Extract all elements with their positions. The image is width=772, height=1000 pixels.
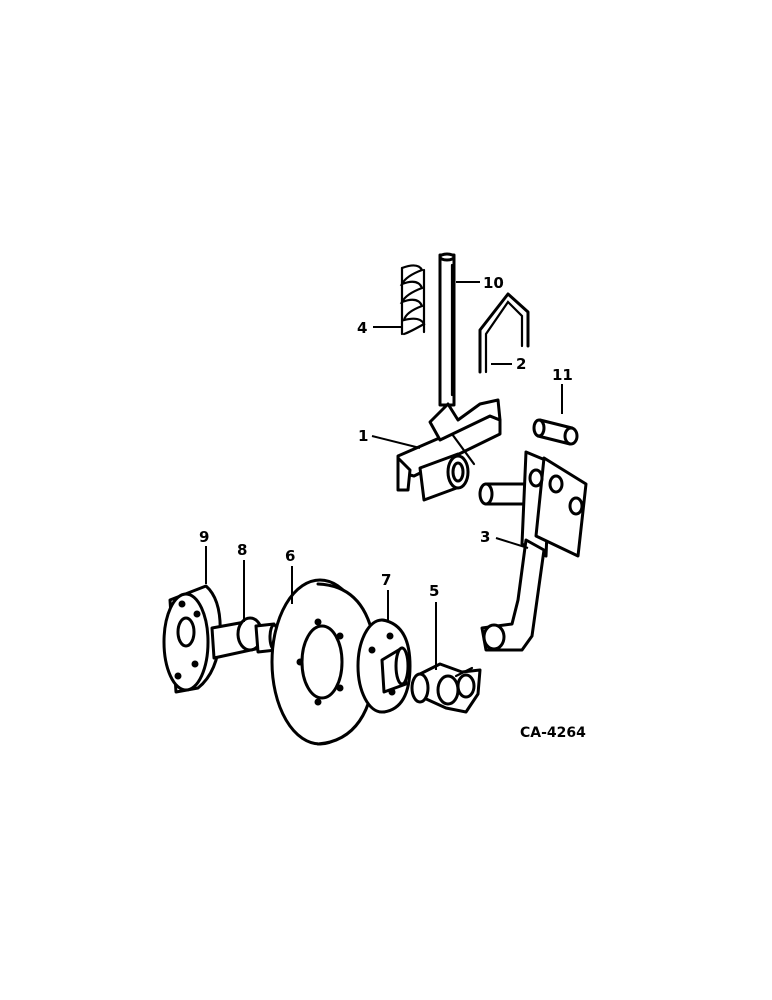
callout-9: 9 [199, 528, 209, 546]
leader-1 [371, 435, 421, 449]
part-9-flange [162, 584, 222, 694]
part-2-clip [478, 292, 530, 374]
part-7-hub [356, 618, 412, 714]
leader-3 [495, 537, 529, 549]
callout-4: 4 [357, 319, 367, 337]
callout-10: 10 [483, 274, 504, 292]
part-4-spring [399, 264, 426, 336]
callout-1: 1 [358, 427, 368, 445]
part-11-bushing [532, 418, 579, 446]
part-6-disc [270, 578, 378, 746]
part-10-shaft [438, 252, 456, 407]
part-3-pedal [478, 450, 588, 652]
part-1-bracket [396, 398, 502, 502]
callout-7: 7 [381, 571, 391, 589]
callout-5: 5 [429, 582, 439, 600]
callout-8: 8 [237, 541, 247, 559]
callout-2: 2 [516, 355, 526, 373]
callout-11: 11 [552, 366, 573, 384]
drawing-code: CA-4264 [520, 725, 586, 741]
callout-6: 6 [285, 547, 295, 565]
part-5-clamp [410, 662, 482, 714]
part-8-shaft [210, 616, 280, 660]
callout-3: 3 [480, 528, 490, 546]
